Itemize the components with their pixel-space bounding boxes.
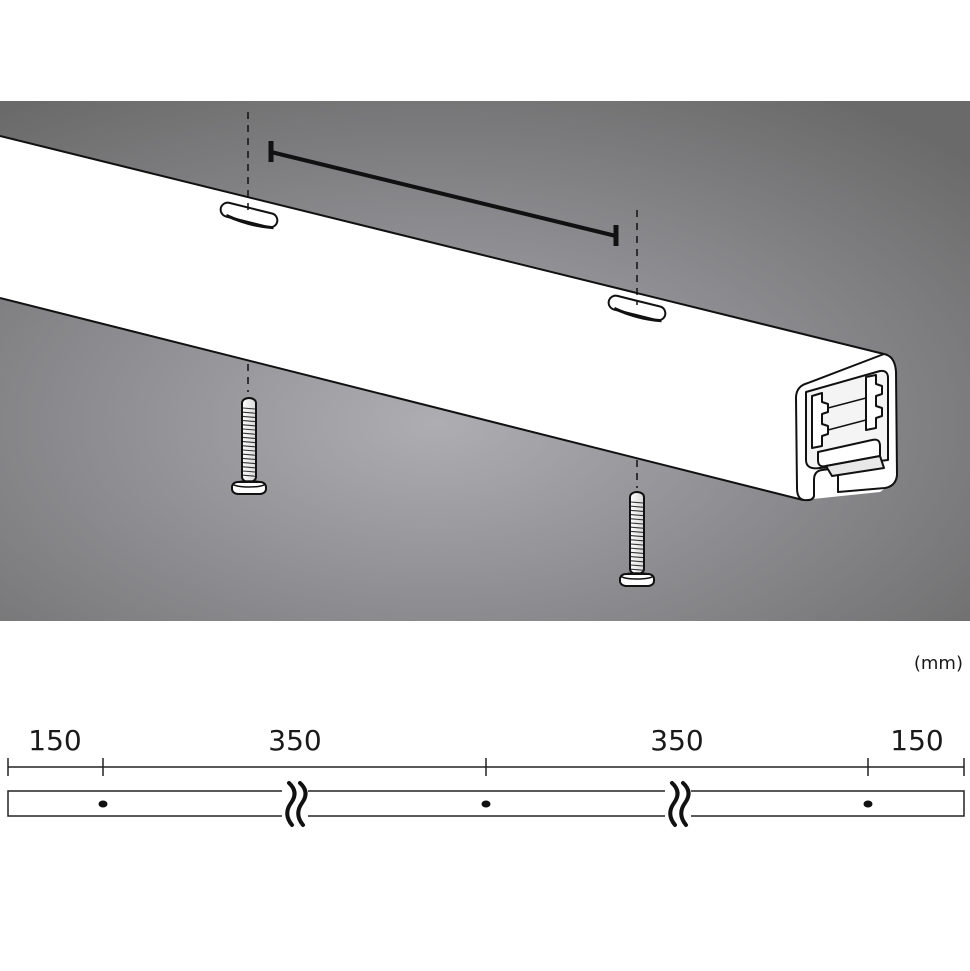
screw-thread: [242, 432, 256, 435]
screw-right: [619, 491, 655, 587]
screw-thread: [630, 522, 644, 525]
rail-bottom-edge: [0, 297, 804, 501]
screw-left: [231, 397, 267, 495]
screw-thread: [242, 436, 256, 439]
screw-head: [619, 573, 655, 587]
screw-thread: [630, 547, 644, 550]
screw-thread: [242, 462, 256, 465]
screw-thread: [242, 411, 256, 414]
screw-thread: [630, 526, 644, 529]
break-mark-right: [665, 781, 691, 827]
dimension-label-1: 150: [28, 724, 81, 757]
mounting-slot-right: [607, 294, 667, 323]
screw-thread: [630, 505, 644, 508]
screw-thread: [242, 474, 256, 477]
screw-thread: [242, 445, 256, 448]
rail-end-profile: [795, 353, 898, 502]
dimension-line: [7, 758, 965, 776]
mounting-hole-marker: [481, 800, 491, 808]
screw-thread: [242, 420, 256, 423]
screw-thread: [242, 407, 256, 410]
spacing-dimension-bar: [268, 141, 619, 246]
screw-thread: [630, 518, 644, 521]
screw-thread: [242, 470, 256, 473]
screw-thread: [242, 453, 256, 456]
rail-top-edge: [0, 135, 885, 355]
screw-thread: [630, 535, 644, 538]
break-mark-left: [282, 781, 308, 827]
alignment-lines: [247, 112, 638, 488]
mounting-hole-marker: [98, 800, 108, 808]
screw-thread: [242, 466, 256, 469]
screw-thread: [630, 551, 644, 554]
screw-shaft: [241, 397, 257, 483]
screw-thread: [242, 424, 256, 427]
dimension-label-4: 150: [890, 724, 943, 757]
screw-thread: [630, 501, 644, 504]
screw-head-rim: [232, 480, 266, 488]
screw-thread: [630, 568, 644, 571]
screw-thread: [630, 539, 644, 542]
screw-thread: [242, 441, 256, 444]
screw-head-rim: [620, 572, 654, 580]
dimension-label-3: 350: [650, 724, 703, 757]
screw-thread: [242, 457, 256, 460]
screw-thread: [630, 509, 644, 512]
dimension-label-2: 350: [268, 724, 321, 757]
screw-thread: [242, 449, 256, 452]
screw-thread: [630, 530, 644, 533]
mounting-hole-marker: [863, 800, 873, 808]
screw-head: [231, 481, 267, 495]
screw-thread: [630, 556, 644, 559]
mounting-slot-left: [219, 201, 279, 230]
unit-label: (mm): [914, 653, 963, 674]
screw-thread: [630, 514, 644, 517]
rail-schematic: [7, 781, 965, 827]
screw-thread: [630, 564, 644, 567]
screw-thread: [630, 560, 644, 563]
track-rail: [0, 135, 898, 502]
screw-thread: [630, 543, 644, 546]
screw-thread: [242, 415, 256, 418]
screw-thread: [242, 428, 256, 431]
rail-body: [0, 136, 897, 500]
